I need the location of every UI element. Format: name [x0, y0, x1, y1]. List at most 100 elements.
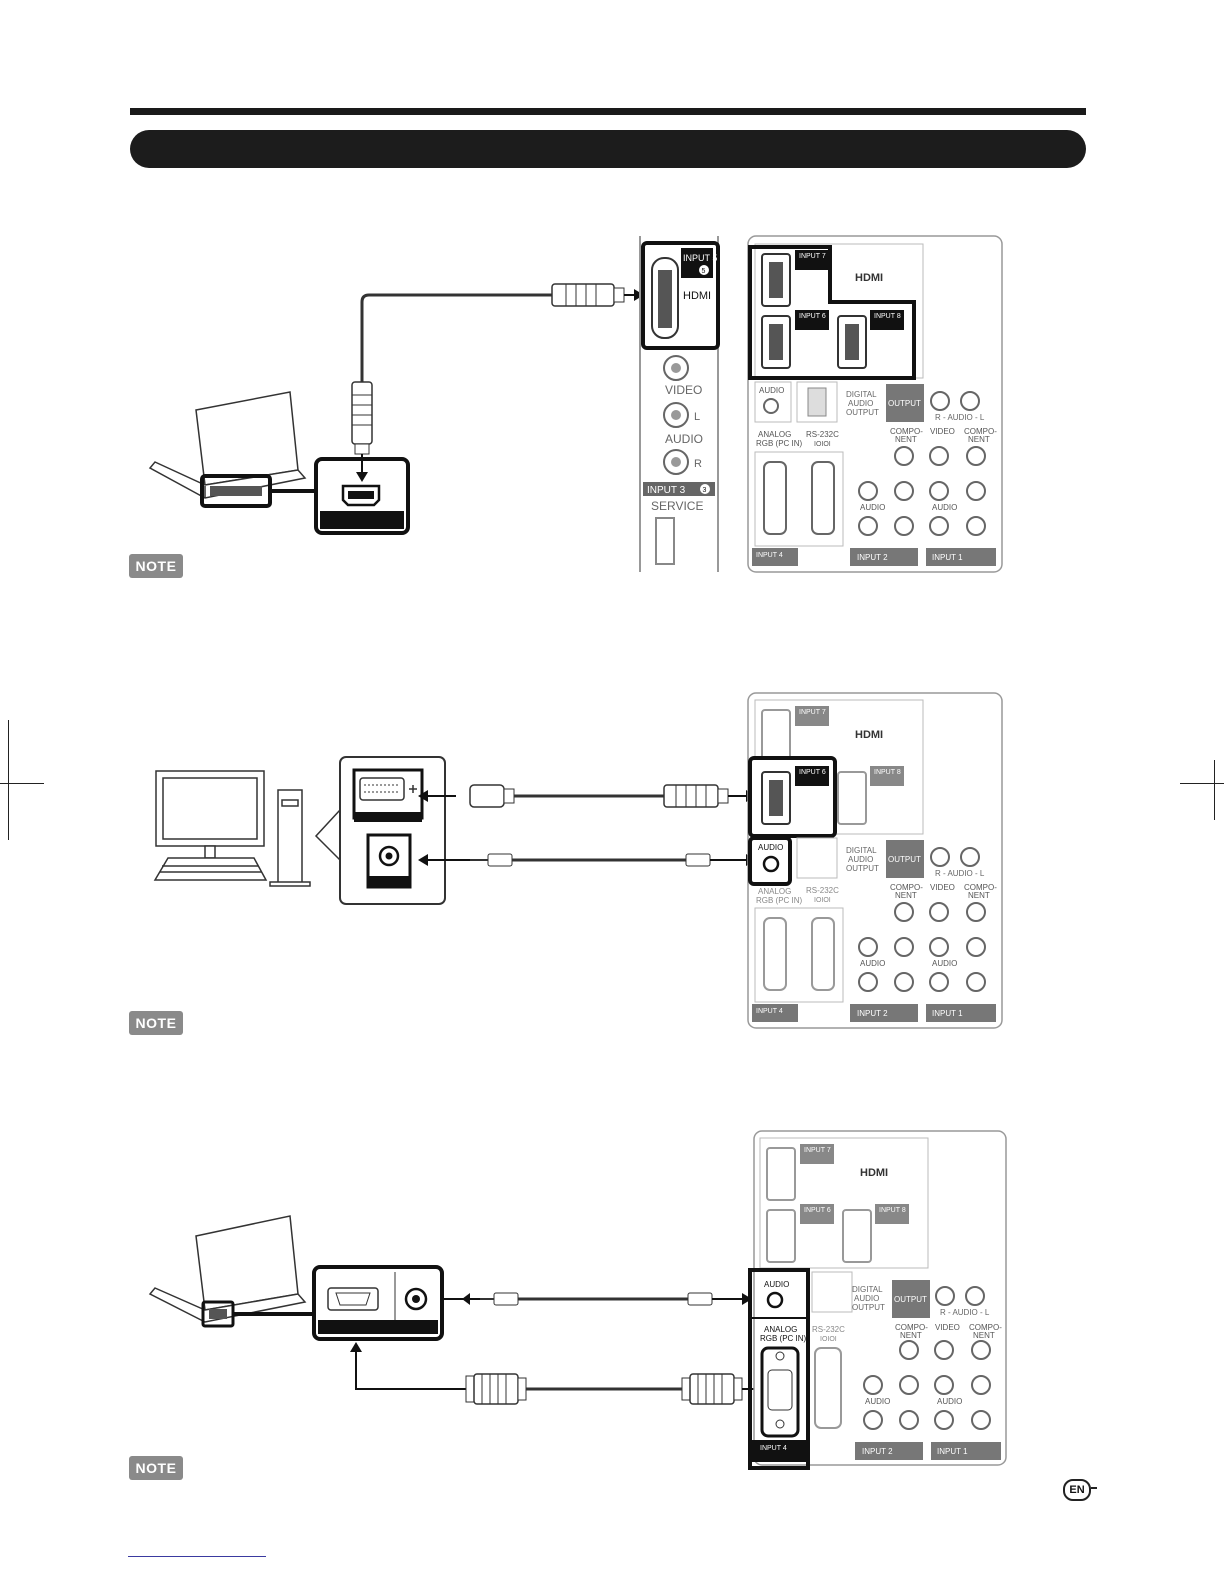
svg-text:INPUT 4: INPUT 4: [760, 1445, 787, 1452]
svg-text:RGB (PC IN): RGB (PC IN): [756, 896, 803, 905]
input5-label: INPUT 5: [683, 253, 717, 263]
crop-mark-right: [1180, 783, 1224, 784]
hdmi-cable-icon: [351, 283, 644, 482]
svg-text:COMPO-: COMPO-: [964, 883, 997, 892]
svg-text:INPUT 1: INPUT 1: [937, 1447, 968, 1456]
svg-text:INPUT 4: INPUT 4: [756, 1008, 783, 1015]
service-label: SERVICE: [651, 499, 703, 513]
svg-text:OUTPUT: OUTPUT: [894, 1295, 927, 1304]
input3-label: INPUT 3: [647, 485, 686, 496]
note-badge-3: NOTE: [129, 1456, 183, 1480]
diagram-dvi-connection: INPUT 7 INPUT 8 HDMI INPUT 6 AUDIO DIGIT…: [153, 692, 1003, 1029]
footer-line: [128, 1556, 266, 1557]
stereo-mini-cable-icon: [418, 853, 756, 867]
svg-text:OUTPUT: OUTPUT: [888, 399, 921, 408]
svg-text:NENT: NENT: [973, 1331, 995, 1340]
svg-text:IOIOI: IOIOI: [814, 897, 831, 904]
rgb-cable-icon: [350, 1342, 762, 1405]
svg-text:OUTPUT: OUTPUT: [852, 1303, 885, 1312]
page-dash: [1091, 1487, 1097, 1489]
desktop-pc-icon: [153, 770, 311, 887]
svg-text:RS-232C: RS-232C: [806, 430, 839, 439]
svg-text:INPUT 2: INPUT 2: [857, 553, 888, 562]
svg-text:OUTPUT: OUTPUT: [846, 408, 879, 417]
svg-text:NENT: NENT: [968, 435, 990, 444]
crop-mark-right-v: [1214, 760, 1215, 820]
side-audio-label: AUDIO: [665, 432, 703, 446]
crop-mark-left-v: [8, 720, 9, 840]
diagram-hdmi-connection: INPUT 5 5 HDMI VIDEO L AUDIO R INPUT 3 3…: [148, 235, 1003, 573]
svg-text:IOIOI: IOIOI: [820, 1336, 837, 1343]
svg-text:AUDIO: AUDIO: [759, 386, 784, 395]
svg-text:INPUT 1: INPUT 1: [932, 1009, 963, 1018]
svg-text:INPUT 8: INPUT 8: [879, 1207, 906, 1214]
svg-text:IOIOI: IOIOI: [814, 441, 831, 448]
svg-text:RGB (PC IN): RGB (PC IN): [756, 439, 803, 448]
svg-text:R - AUDIO - L: R - AUDIO - L: [935, 413, 985, 422]
side-video-label: VIDEO: [665, 383, 702, 397]
top-rule: [130, 108, 1086, 115]
svg-text:COMPO-: COMPO-: [969, 1323, 1002, 1332]
svg-text:AUDIO: AUDIO: [848, 855, 873, 864]
diagram-analog-rgb-connection: INPUT 7 INPUT 6 INPUT 8 HDMI AUDIO ANALO…: [148, 1130, 1007, 1470]
svg-text:COMPO-: COMPO-: [964, 427, 997, 436]
section-header-band: [130, 130, 1086, 168]
svg-text:COMPO-: COMPO-: [890, 883, 923, 892]
laptop-port-zoom: [312, 1265, 444, 1341]
language-badge: EN: [1063, 1479, 1091, 1501]
note-badge-1: NOTE: [129, 554, 183, 578]
svg-text:COMPO-: COMPO-: [895, 1323, 928, 1332]
tv-rear-panel: INPUT 7 INPUT 6 INPUT 8 HDMI AUDIO DIGIT…: [747, 235, 1003, 573]
svg-text:NENT: NENT: [968, 891, 990, 900]
svg-text:OUTPUT: OUTPUT: [846, 864, 879, 873]
svg-text:INPUT 7: INPUT 7: [804, 1147, 831, 1154]
svg-text:NENT: NENT: [895, 891, 917, 900]
svg-text:R - AUDIO - L: R - AUDIO - L: [940, 1308, 990, 1317]
svg-text:AUDIO: AUDIO: [764, 1280, 789, 1289]
dvi-hdmi-cable-icon: [418, 784, 756, 808]
svg-text:INPUT 6: INPUT 6: [799, 769, 826, 776]
rear-hdmi-logo: HDMI: [855, 272, 883, 284]
svg-text:INPUT 6: INPUT 6: [804, 1207, 831, 1214]
page-number-badge: EN: [1063, 1479, 1097, 1503]
svg-text:INPUT 6: INPUT 6: [799, 313, 826, 320]
svg-text:HDMI: HDMI: [855, 729, 883, 741]
svg-text:RGB (PC IN): RGB (PC IN): [760, 1334, 807, 1343]
svg-text:AUDIO: AUDIO: [865, 1397, 890, 1406]
tv-side-panel: INPUT 5 5 HDMI VIDEO L AUDIO R INPUT 3 3…: [639, 236, 720, 572]
svg-text:RS-232C: RS-232C: [806, 886, 839, 895]
laptop-icon: [148, 1215, 307, 1323]
svg-text:DIGITAL: DIGITAL: [846, 846, 877, 855]
svg-text:INPUT 8: INPUT 8: [874, 769, 901, 776]
svg-text:VIDEO: VIDEO: [935, 1323, 960, 1332]
svg-text:INPUT 7: INPUT 7: [799, 709, 826, 716]
svg-text:VIDEO: VIDEO: [930, 427, 955, 436]
svg-text:RS-232C: RS-232C: [812, 1325, 845, 1334]
svg-text:AUDIO: AUDIO: [932, 959, 957, 968]
svg-text:ANALOG: ANALOG: [764, 1325, 797, 1334]
svg-text:ANALOG: ANALOG: [758, 430, 791, 439]
svg-text:INPUT 4: INPUT 4: [756, 552, 783, 559]
input5-num: 5: [702, 268, 706, 275]
svg-text:AUDIO: AUDIO: [860, 503, 885, 512]
svg-text:AUDIO: AUDIO: [937, 1397, 962, 1406]
svg-text:ANALOG: ANALOG: [758, 887, 791, 896]
tv-rear-panel-2: INPUT 7 INPUT 8 HDMI INPUT 6 AUDIO DIGIT…: [747, 692, 1003, 1029]
note-badge-2: NOTE: [129, 1011, 183, 1035]
svg-text:INPUT 2: INPUT 2: [862, 1447, 893, 1456]
svg-text:DIGITAL: DIGITAL: [846, 390, 877, 399]
stereo-mini-cable-icon: [440, 1292, 752, 1306]
svg-text:R - AUDIO - L: R - AUDIO - L: [935, 869, 985, 878]
svg-text:AUDIO: AUDIO: [932, 503, 957, 512]
svg-text:AUDIO: AUDIO: [860, 959, 885, 968]
svg-text:R: R: [694, 458, 702, 470]
svg-text:NENT: NENT: [895, 435, 917, 444]
svg-text:OUTPUT: OUTPUT: [888, 855, 921, 864]
svg-text:INPUT 1: INPUT 1: [932, 553, 963, 562]
svg-text:L: L: [694, 411, 700, 423]
crop-mark-left: [0, 783, 44, 784]
svg-text:HDMI: HDMI: [860, 1167, 888, 1179]
svg-text:INPUT 2: INPUT 2: [857, 1009, 888, 1018]
svg-text:VIDEO: VIDEO: [930, 883, 955, 892]
svg-text:AUDIO: AUDIO: [758, 843, 783, 852]
